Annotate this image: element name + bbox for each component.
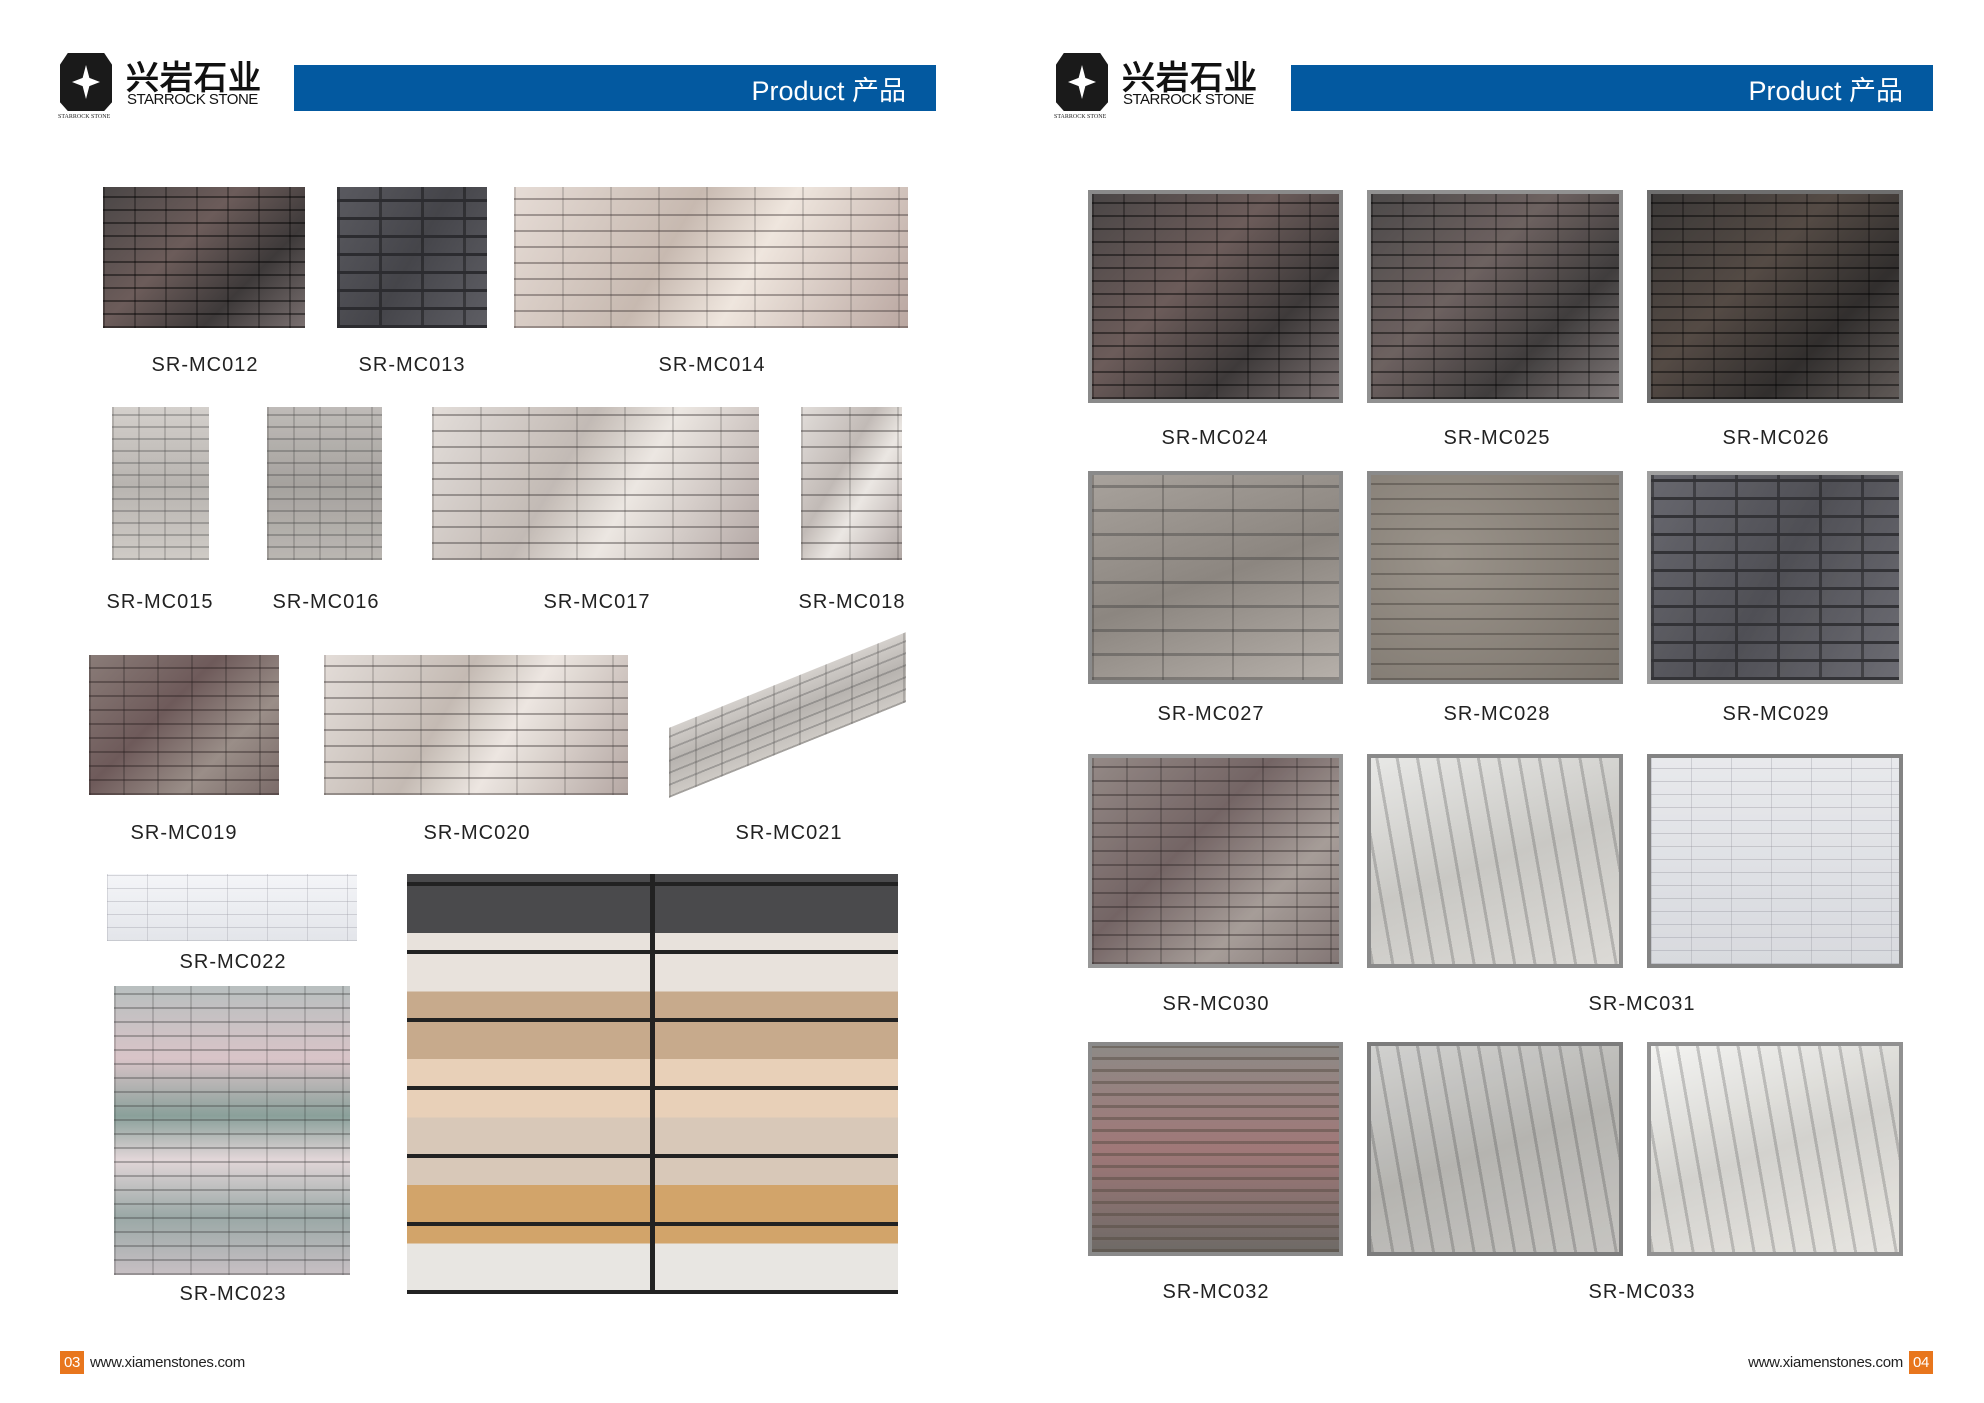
product-image-mc031-a <box>1367 754 1623 968</box>
brand-logo: STARROCK STONE 兴岩石业 STARROCK STONE <box>1054 53 1257 120</box>
header-bar-left: Product 产品 <box>294 65 936 111</box>
product-image-mc020 <box>324 655 628 795</box>
product-label: SR-MC024 <box>1161 427 1269 449</box>
product-label: SR-MC026 <box>1722 427 1830 449</box>
product-image-mc014 <box>514 187 908 328</box>
product-label: SR-MC023 <box>179 1283 287 1305</box>
star-logo-icon <box>60 53 112 111</box>
product-image-mc021 <box>669 632 906 798</box>
logo-mark-text: STARROCK STONE <box>1054 114 1107 120</box>
brand-logo: STARROCK STONE 兴岩石业 STARROCK STONE <box>58 53 261 120</box>
product-image-mc023 <box>114 986 350 1275</box>
product-image-mc029 <box>1647 471 1903 684</box>
product-image-mc013 <box>337 187 487 328</box>
star-logo-icon <box>1056 53 1108 111</box>
header-bar-right: Product 产品 <box>1291 65 1933 111</box>
product-label: SR-MC031 <box>1588 993 1696 1015</box>
product-label: SR-MC015 <box>106 591 214 613</box>
product-image-mc033-b <box>1647 1042 1903 1256</box>
product-label: SR-MC028 <box>1443 703 1551 725</box>
product-image-mc027 <box>1088 471 1343 684</box>
brand-name-en: STARROCK STONE <box>127 91 258 108</box>
product-image-mc032 <box>1088 1042 1343 1256</box>
product-image-mc033-a <box>1367 1042 1623 1256</box>
website-link[interactable]: www.xiamenstones.com <box>1748 1354 1903 1371</box>
product-label: SR-MC022 <box>179 951 287 973</box>
product-label: SR-MC033 <box>1588 1281 1696 1303</box>
product-image-mc022 <box>107 874 357 941</box>
product-label: SR-MC013 <box>358 354 466 376</box>
display-rack-image <box>407 874 898 1294</box>
product-image-mc031-b <box>1647 754 1903 968</box>
product-image-mc018 <box>801 407 902 560</box>
product-label: SR-MC029 <box>1722 703 1830 725</box>
brand-name-cn: 兴岩石业 <box>1122 59 1258 96</box>
product-label: SR-MC017 <box>543 591 651 613</box>
product-image-mc016 <box>267 407 382 560</box>
product-label: SR-MC016 <box>272 591 380 613</box>
product-image-mc019 <box>89 655 279 795</box>
product-label: SR-MC019 <box>130 822 238 844</box>
product-label: SR-MC014 <box>658 354 766 376</box>
page-number: 04 <box>1909 1351 1933 1374</box>
header-title: Product 产品 <box>1748 75 1903 106</box>
product-label: SR-MC030 <box>1162 993 1270 1015</box>
page-number: 03 <box>60 1351 84 1374</box>
logo-mark-text: STARROCK STONE <box>58 114 111 120</box>
product-image-mc030 <box>1088 754 1343 968</box>
product-image-mc026 <box>1647 190 1903 403</box>
product-image-mc024 <box>1088 190 1343 403</box>
product-label: SR-MC018 <box>798 591 906 613</box>
product-label: SR-MC020 <box>423 822 531 844</box>
product-image-mc017 <box>432 407 759 560</box>
product-label: SR-MC025 <box>1443 427 1551 449</box>
header-title: Product 产品 <box>751 75 906 106</box>
product-image-mc025 <box>1367 190 1623 403</box>
website-link[interactable]: www.xiamenstones.com <box>90 1354 245 1371</box>
product-image-mc015 <box>112 407 209 560</box>
product-label: SR-MC027 <box>1157 703 1265 725</box>
footer-left: 03 www.xiamenstones.com <box>60 1351 245 1374</box>
product-image-mc028 <box>1367 471 1623 684</box>
brand-name-cn: 兴岩石业 <box>126 59 262 96</box>
brand-name-en: STARROCK STONE <box>1123 91 1254 108</box>
product-label: SR-MC021 <box>735 822 843 844</box>
footer-right: www.xiamenstones.com 04 <box>1748 1351 1933 1374</box>
product-label: SR-MC012 <box>151 354 259 376</box>
product-label: SR-MC032 <box>1162 1281 1270 1303</box>
product-image-mc012 <box>103 187 305 328</box>
